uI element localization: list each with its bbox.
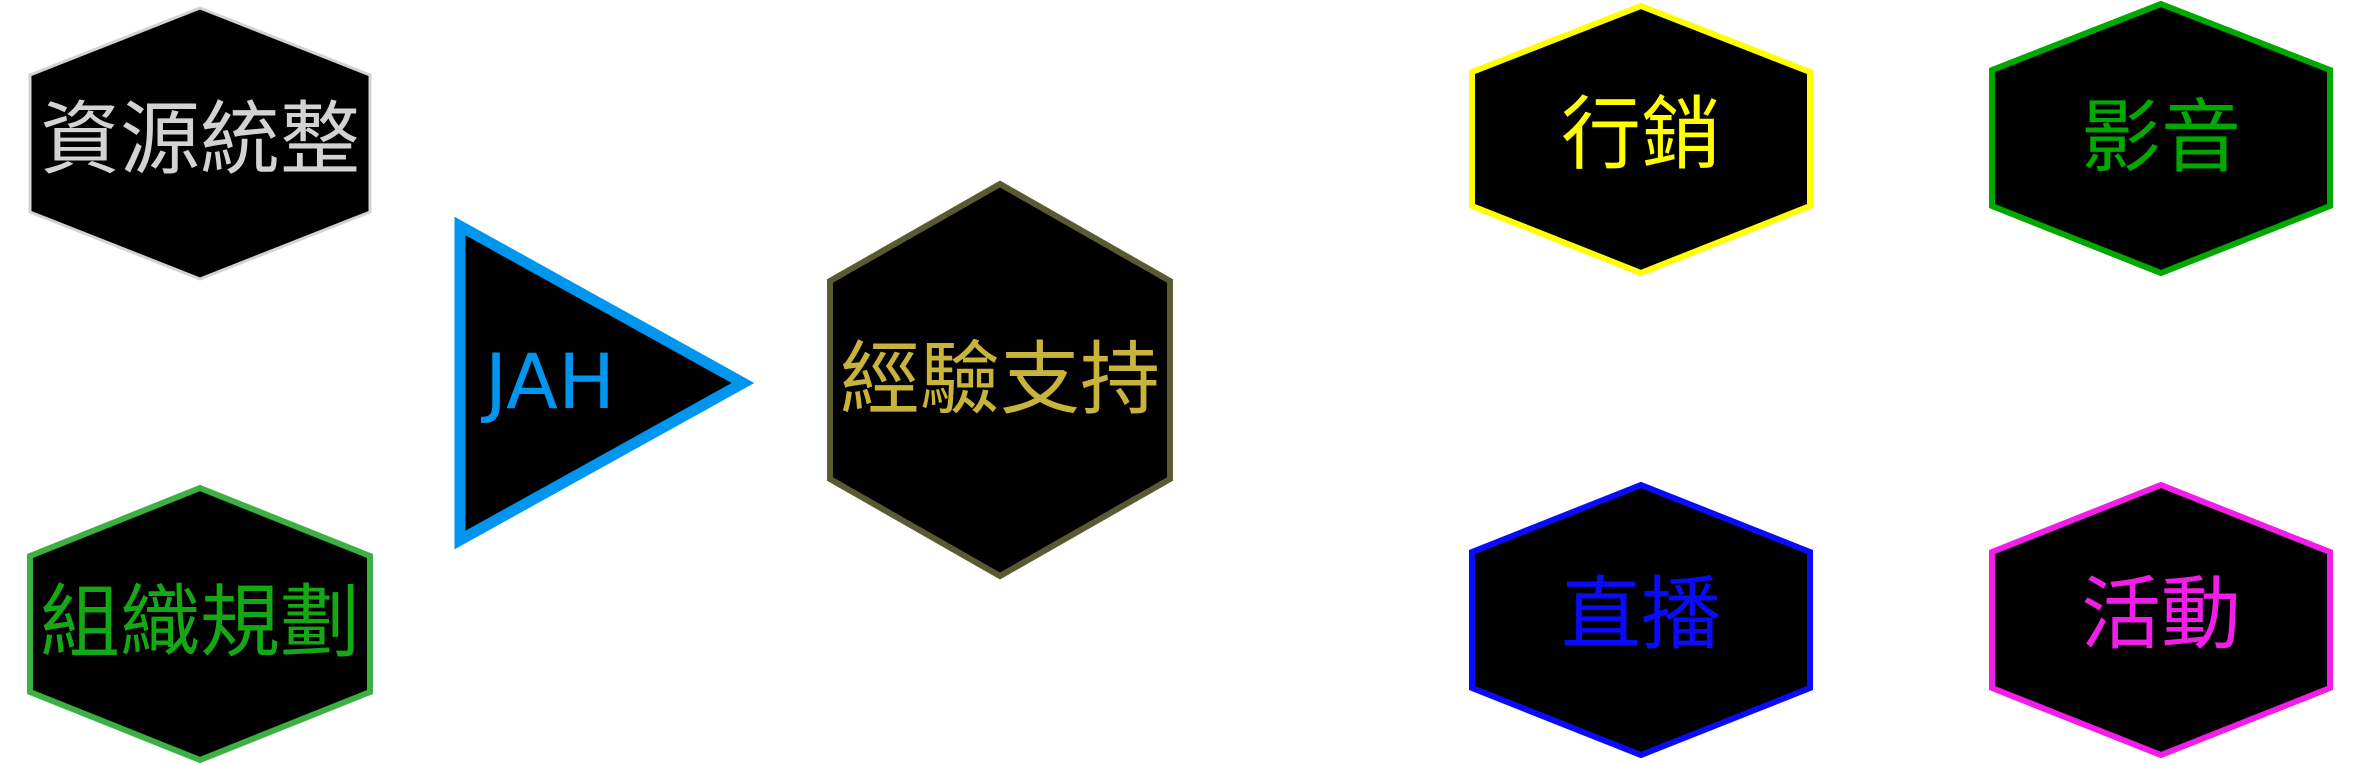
marketing-node: 行銷	[1469, 2, 1813, 277]
experience-support-hexagon	[827, 180, 1173, 580]
resource-integration-hexagon	[28, 6, 372, 281]
marketing-hexagon	[1469, 2, 1813, 277]
events-label: 活動	[2081, 568, 2241, 661]
resource-integration-label: 資源統整	[40, 93, 360, 186]
experience-support-label: 經驗支持	[840, 333, 1160, 426]
events-hexagon	[1989, 481, 2333, 759]
live-hexagon	[1469, 481, 1813, 759]
jah-arrow-node: JAH	[454, 216, 755, 550]
events-node: 活動	[1989, 481, 2333, 759]
media-label: 影音	[2081, 91, 2241, 184]
jah-triangle	[454, 216, 755, 550]
marketing-label: 行銷	[1561, 88, 1721, 181]
experience-support-node: 經驗支持	[827, 180, 1173, 580]
live-node: 直播	[1469, 481, 1813, 759]
media-node: 影音	[1989, 0, 2333, 277]
org-planning-hexagon	[27, 484, 373, 764]
resource-integration-node: 資源統整	[28, 6, 372, 281]
org-planning-label: 組織規劃	[40, 576, 360, 669]
org-planning-node: 組織規劃	[27, 484, 373, 764]
live-label: 直播	[1561, 568, 1721, 661]
jah-label: JAH	[481, 337, 615, 426]
media-hexagon	[1989, 0, 2333, 277]
